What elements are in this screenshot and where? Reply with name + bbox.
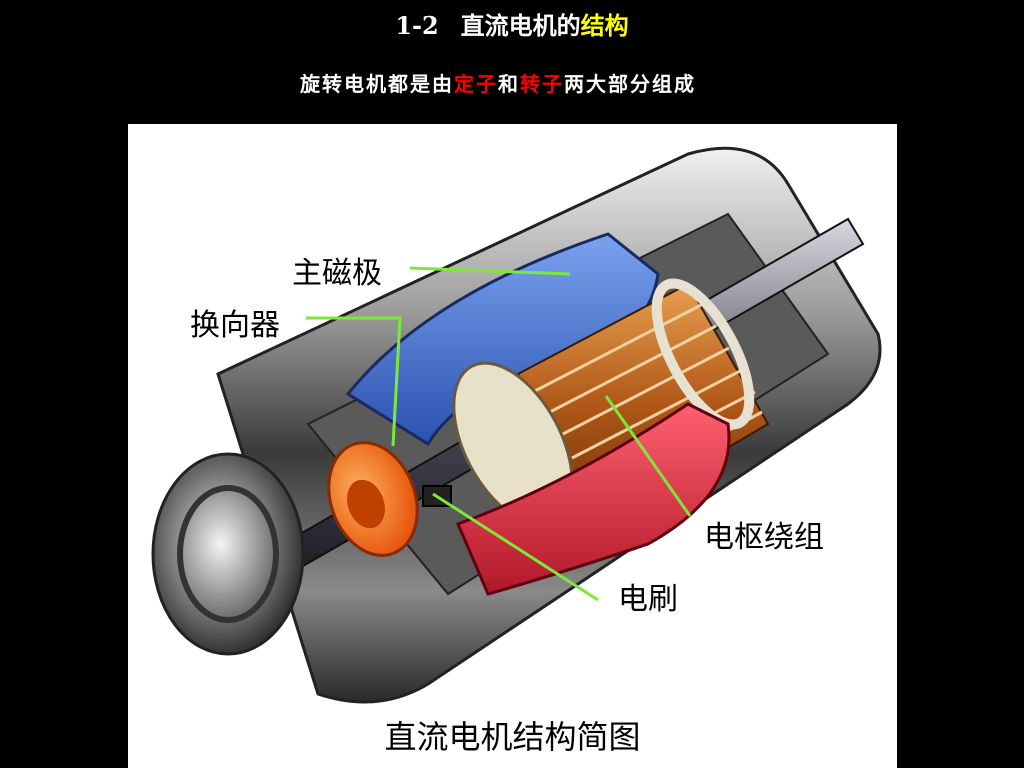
title-plain: 直流电机的 [460,11,581,40]
label-brush: 电刷 [618,582,678,617]
label-main-pole: 主磁极 [292,256,382,291]
diagram-caption: 直流电机结构简图 [384,718,641,756]
subtitle-part1: 旋转电机都是由 [300,72,454,96]
armature-pole [455,402,731,596]
title-highlight: 结构 [580,11,629,40]
leader-lines [306,266,692,602]
subtitle-stator: 定子 [454,72,498,96]
motor-illustration [151,146,882,704]
leader-commutator [306,316,402,447]
commutator-core [347,479,385,529]
subtitle-rotor: 转子 [520,72,564,96]
subtitle-part2: 两大部分组成 [564,72,696,96]
slide-title: 1-2 直流电机的结构 [0,6,1024,41]
leader-armature-winding [604,395,692,517]
armature-end-ring [651,278,755,430]
slide-subtitle: 旋转电机都是由定子和转子两大部分组成 [300,68,696,97]
diagram-panel: 主磁极 换向器 电枢绕组 电刷 直流电机结构简图 [128,124,897,768]
end-cap [151,452,305,656]
end-cap-rim [177,485,279,623]
leader-main-pole [409,266,571,276]
leader-brush [432,492,599,602]
subtitle-and: 和 [498,72,520,96]
label-armature-winding: 电枢绕组 [704,520,824,555]
section-number: 1-2 [395,11,439,40]
label-commutator: 换向器 [190,308,280,343]
